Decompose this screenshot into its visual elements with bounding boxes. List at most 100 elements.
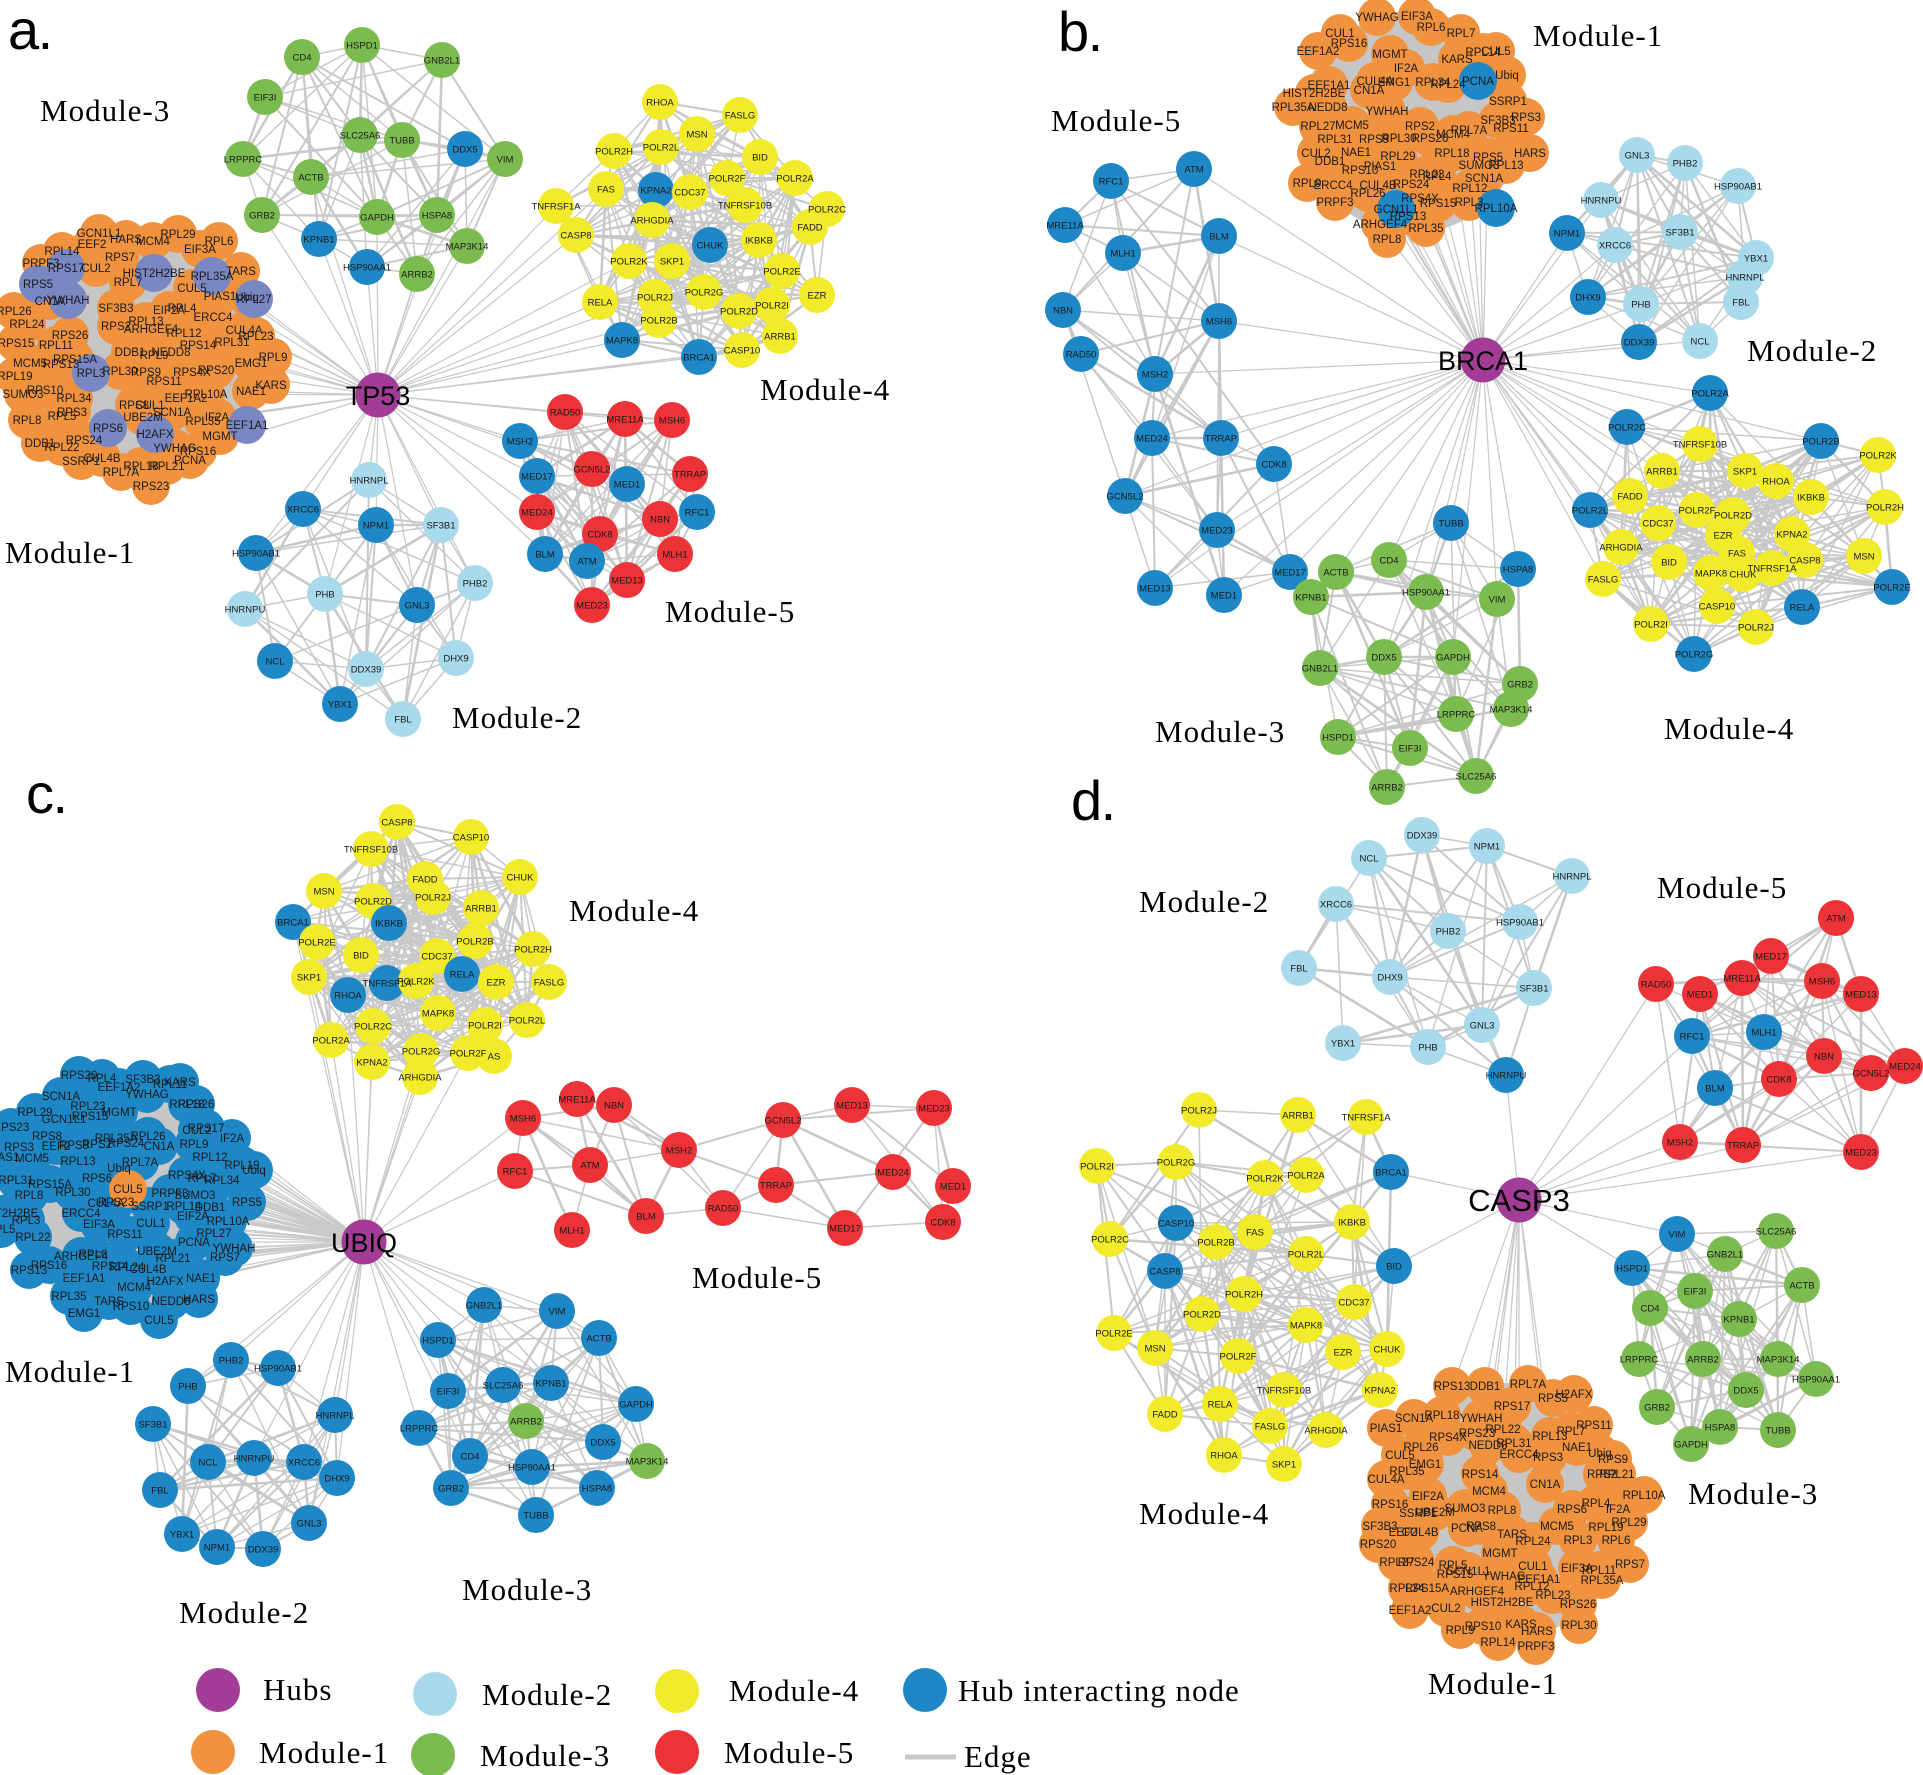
svg-text:RPS11: RPS11 xyxy=(146,376,182,388)
svg-text:NEDD8: NEDD8 xyxy=(1469,1440,1508,1452)
svg-text:RPS23: RPS23 xyxy=(1459,1428,1495,1440)
svg-text:TRRAP: TRRAP xyxy=(1727,1140,1759,1151)
svg-text:VIM: VIM xyxy=(549,1306,566,1317)
svg-text:RPL5: RPL5 xyxy=(0,1224,15,1236)
svg-text:GNB2L1: GNB2L1 xyxy=(1302,663,1338,674)
svg-text:RPS4X: RPS4X xyxy=(1401,193,1439,205)
svg-text:ERCC4: ERCC4 xyxy=(194,312,234,324)
svg-text:DDB1: DDB1 xyxy=(195,1202,226,1214)
svg-text:MAPK8: MAPK8 xyxy=(606,335,638,346)
svg-text:ACTB: ACTB xyxy=(1789,1280,1814,1291)
svg-text:POLR2G: POLR2G xyxy=(685,287,724,298)
svg-text:RPL34: RPL34 xyxy=(204,1175,240,1187)
svg-text:CDC37: CDC37 xyxy=(421,951,452,962)
svg-text:EIF2A: EIF2A xyxy=(177,1211,209,1223)
svg-text:POLR2F: POLR2F xyxy=(450,1048,487,1059)
svg-text:POLR2I: POLR2I xyxy=(755,300,789,311)
svg-text:MAP3K14: MAP3K14 xyxy=(446,241,489,252)
svg-text:POLR2G: POLR2G xyxy=(402,1046,441,1057)
svg-text:RAD50: RAD50 xyxy=(1641,979,1672,990)
svg-text:HSP90AA1: HSP90AA1 xyxy=(1402,587,1450,598)
svg-text:EZR: EZR xyxy=(1714,530,1733,541)
svg-text:HSP90AA1: HSP90AA1 xyxy=(1792,1374,1840,1385)
svg-text:RPS5: RPS5 xyxy=(1473,152,1503,164)
svg-text:POLR2D: POLR2D xyxy=(720,306,758,317)
svg-text:RPL26: RPL26 xyxy=(130,1131,165,1143)
svg-text:HSPD1: HSPD1 xyxy=(422,1335,454,1346)
svg-text:HSP90AB1: HSP90AB1 xyxy=(1714,181,1762,192)
svg-text:RPL9: RPL9 xyxy=(1446,1625,1475,1637)
svg-text:MLH1: MLH1 xyxy=(1110,248,1135,259)
svg-text:POLR2I: POLR2I xyxy=(1080,1161,1114,1172)
svg-text:BLM: BLM xyxy=(535,549,555,560)
svg-text:IKBKB: IKBKB xyxy=(375,918,403,929)
svg-text:RPS15: RPS15 xyxy=(1437,1569,1473,1581)
svg-text:MED1: MED1 xyxy=(1211,590,1237,601)
svg-text:RPS9: RPS9 xyxy=(59,1140,89,1152)
svg-text:ATM: ATM xyxy=(580,1160,599,1171)
svg-text:RPL14: RPL14 xyxy=(166,1201,202,1213)
svg-text:RPL7: RPL7 xyxy=(188,1173,217,1185)
svg-text:CUL2: CUL2 xyxy=(81,263,110,275)
svg-text:YWHAH: YWHAH xyxy=(1460,1413,1503,1425)
svg-text:NCL: NCL xyxy=(265,656,284,667)
svg-text:NEDD8: NEDD8 xyxy=(152,347,191,359)
svg-text:CUL4B: CUL4B xyxy=(129,1264,166,1276)
svg-text:MLH1: MLH1 xyxy=(559,1225,584,1236)
svg-text:SUMO3: SUMO3 xyxy=(1459,160,1500,172)
svg-text:UBE2M: UBE2M xyxy=(137,1246,177,1258)
svg-text:CUL4A: CUL4A xyxy=(1356,76,1393,88)
svg-text:ARRB1: ARRB1 xyxy=(465,903,497,914)
svg-text:RPL31: RPL31 xyxy=(0,1175,34,1187)
svg-text:RPS20: RPS20 xyxy=(1360,1539,1396,1551)
svg-text:RPS15A: RPS15A xyxy=(28,1179,72,1191)
svg-text:MGMT: MGMT xyxy=(101,1107,136,1119)
svg-text:RPS17: RPS17 xyxy=(188,1123,224,1135)
svg-text:CUL4A: CUL4A xyxy=(225,325,262,337)
svg-text:RPL27: RPL27 xyxy=(196,1228,231,1240)
svg-text:ERCC4: ERCC4 xyxy=(1314,180,1354,192)
svg-text:PRPF3: PRPF3 xyxy=(1316,197,1353,209)
svg-text:GNL3: GNL3 xyxy=(297,1518,322,1529)
svg-text:RPL3: RPL3 xyxy=(12,1215,41,1227)
svg-text:ERCC4: ERCC4 xyxy=(62,1208,102,1220)
svg-text:POLR2A: POLR2A xyxy=(312,1035,350,1046)
svg-text:CASP8: CASP8 xyxy=(381,817,412,828)
svg-text:SCN1A: SCN1A xyxy=(1395,1413,1434,1425)
svg-text:CDK8: CDK8 xyxy=(930,1217,955,1228)
svg-text:MSH2: MSH2 xyxy=(666,1145,692,1156)
svg-text:FASLG: FASLG xyxy=(725,110,756,121)
svg-text:MCM5: MCM5 xyxy=(1540,1521,1574,1533)
svg-text:RPL14: RPL14 xyxy=(1480,1637,1516,1649)
svg-text:RPL7A: RPL7A xyxy=(1510,1379,1547,1391)
svg-text:RPS3: RPS3 xyxy=(1533,1452,1563,1464)
svg-text:CHUK: CHUK xyxy=(1730,569,1758,580)
svg-text:RPS23: RPS23 xyxy=(98,1197,134,1209)
svg-text:POLR2E: POLR2E xyxy=(1095,1328,1133,1339)
svg-text:SF3B3: SF3B3 xyxy=(125,1074,160,1086)
svg-text:Module-4: Module-4 xyxy=(1139,1496,1269,1531)
svg-text:CUL2: CUL2 xyxy=(1431,1603,1460,1615)
svg-text:PHB: PHB xyxy=(1418,1042,1438,1053)
svg-text:NCL: NCL xyxy=(198,1457,217,1468)
svg-text:RPL3: RPL3 xyxy=(1564,1535,1593,1547)
svg-text:RPL24: RPL24 xyxy=(9,319,45,331)
svg-text:EEF1A2: EEF1A2 xyxy=(165,393,208,405)
svg-text:PIAS1: PIAS1 xyxy=(204,291,237,303)
svg-text:RPL13: RPL13 xyxy=(1532,1431,1567,1443)
svg-text:RPS5: RPS5 xyxy=(232,1197,262,1209)
svg-text:KPNB1: KPNB1 xyxy=(1723,1314,1754,1325)
svg-text:POLR2G: POLR2G xyxy=(1675,649,1714,660)
svg-text:RPS11: RPS11 xyxy=(1493,123,1529,135)
svg-text:LRPPRC: LRPPRC xyxy=(224,154,263,165)
svg-text:Module-5: Module-5 xyxy=(692,1260,822,1295)
svg-text:MCM5: MCM5 xyxy=(1335,120,1369,132)
svg-text:RPS16: RPS16 xyxy=(180,446,216,458)
svg-text:SKP1: SKP1 xyxy=(297,972,321,983)
svg-text:RPL29: RPL29 xyxy=(17,1107,52,1119)
svg-text:MSN: MSN xyxy=(1144,1343,1165,1354)
svg-text:UBE2M: UBE2M xyxy=(123,412,163,424)
svg-text:RPL7A: RPL7A xyxy=(1451,125,1488,137)
svg-text:POLR2H: POLR2H xyxy=(1225,1289,1263,1300)
svg-text:POLR2L: POLR2L xyxy=(509,1015,545,1026)
